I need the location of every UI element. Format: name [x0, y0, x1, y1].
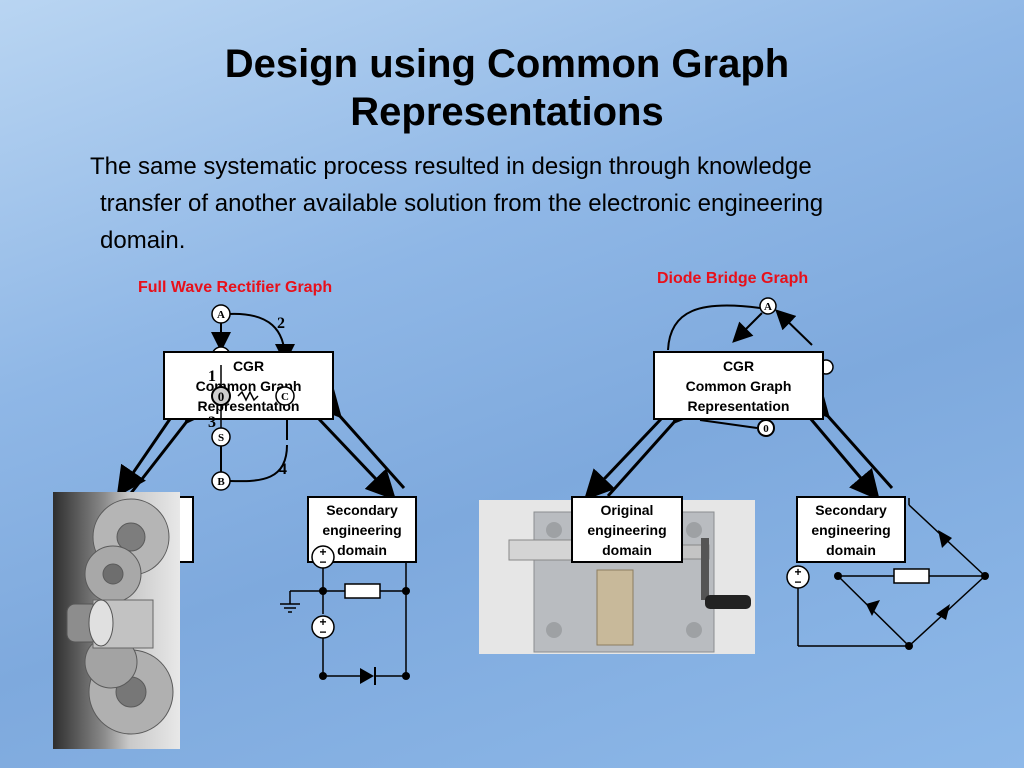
- left-cgr-box: CGR Common Graph Representation: [163, 351, 334, 420]
- node-0-right: 0: [757, 419, 775, 437]
- svg-text:−: −: [319, 625, 326, 639]
- secondary-line2-right: engineering: [811, 521, 891, 538]
- diode-icon-bridge-2: [866, 600, 880, 616]
- body-line-2: transfer of another available solution f…: [100, 190, 824, 217]
- slide-title-line2: Representations: [350, 90, 664, 134]
- svg-text:0: 0: [218, 389, 225, 404]
- body-line-3: domain.: [100, 227, 186, 254]
- diode-bridge-label: Diode Bridge Graph: [657, 270, 809, 287]
- voltage-source-1: + −: [311, 545, 335, 569]
- voltage-source-right: + −: [786, 565, 810, 589]
- slide-title-line1: Design using Common Graph: [224, 42, 790, 86]
- svg-text:−: −: [319, 555, 326, 569]
- secondary-line1-right: Secondary: [815, 501, 887, 518]
- svg-text:−: −: [794, 575, 801, 589]
- spring-icon: [237, 390, 259, 402]
- svg-text:S: S: [218, 432, 224, 444]
- slide-body-text: The same systematic process resulted in …: [90, 148, 970, 259]
- secondary-line2: engineering: [322, 521, 402, 538]
- diode-icon-bridge-3: [936, 604, 950, 620]
- right-double-arrows: [583, 386, 894, 501]
- diode-icon: [360, 668, 374, 684]
- original-line3: domain: [602, 541, 652, 558]
- edge-label-1: 1: [208, 368, 216, 385]
- original-line1: Original: [600, 501, 654, 518]
- resistor-symbol-right: [893, 568, 930, 584]
- cgr-line3-right: Representation: [687, 397, 790, 414]
- secondary-line1: Secondary: [326, 501, 398, 518]
- secondary-line3: domain: [337, 541, 387, 558]
- svg-text:C: C: [281, 391, 289, 403]
- node-b: B: [211, 471, 231, 491]
- right-original-domain-box: Original engineering domain: [571, 496, 683, 563]
- gear-train-image: [53, 492, 180, 749]
- edge-label-3: 3: [208, 414, 216, 431]
- body-line-1: The same systematic process resulted in …: [90, 153, 812, 180]
- cgr-line1-right: CGR: [722, 357, 755, 374]
- full-wave-rectifier-label: Full Wave Rectifier Graph: [138, 279, 333, 296]
- cgr-line1: CGR: [232, 357, 265, 374]
- gear-train-drawing: [66, 498, 174, 735]
- secondary-line3-right: domain: [826, 541, 876, 558]
- node-a: A: [211, 304, 231, 324]
- node-c: C: [275, 386, 295, 406]
- svg-text:A: A: [764, 301, 772, 313]
- edge-label-2: 2: [277, 315, 285, 332]
- right-circuit-parts: [834, 530, 989, 650]
- svg-text:0: 0: [763, 423, 769, 435]
- resistor-symbol: [344, 583, 381, 599]
- right-secondary-domain-box: Secondary engineering domain: [796, 496, 906, 563]
- svg-text:+: +: [794, 565, 801, 579]
- diode-icon-bridge-1: [938, 530, 952, 548]
- svg-text:+: +: [319, 545, 326, 559]
- edge-label-4: 4: [279, 461, 287, 478]
- svg-text:A: A: [217, 309, 225, 321]
- original-line2: engineering: [587, 521, 667, 538]
- node-a-right: A: [759, 297, 777, 315]
- node-0: 0: [211, 386, 231, 406]
- svg-text:+: +: [319, 615, 326, 629]
- cgr-line2-right: Common Graph: [685, 377, 792, 394]
- voltage-source-2: + −: [311, 615, 335, 639]
- svg-text:B: B: [217, 476, 225, 488]
- slide-title: Design using Common Graph Representation…: [0, 40, 1014, 136]
- left-double-arrows: [116, 386, 406, 501]
- right-cgr-box: CGR Common Graph Representation: [653, 351, 824, 420]
